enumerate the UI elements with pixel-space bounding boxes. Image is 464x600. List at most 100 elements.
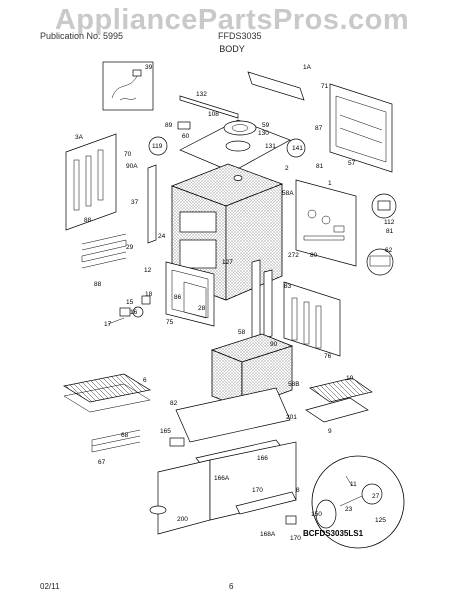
lamp-cover-icon: [141, 295, 151, 305]
part-callout-112: 112: [384, 219, 395, 226]
part-callout-166: 166: [257, 455, 268, 462]
thermostat-icon: [177, 121, 191, 130]
door-gasket: [183, 281, 207, 319]
drawer-slide: [235, 491, 297, 515]
part-callout-23: 23: [345, 506, 353, 513]
part-callout-12: 12: [144, 267, 152, 274]
cavity-opening-lower: [179, 239, 217, 269]
footer-date: 02/11: [40, 582, 60, 591]
part-callout-125: 125: [375, 517, 386, 524]
part-callout-15: 15: [126, 299, 134, 306]
part-callout-88a: 88: [84, 217, 92, 224]
back-panel: [329, 83, 393, 173]
part-callout-170a: 170: [252, 487, 263, 494]
part-callout-10: 10: [346, 375, 354, 382]
light-socket-icon: [119, 307, 131, 317]
part-callout-82: 82: [170, 400, 178, 407]
part-callout-1: 1: [328, 180, 332, 187]
part-callout-200: 200: [177, 516, 188, 523]
part-callout-59: 59: [262, 122, 270, 129]
drawer-chassis: [175, 387, 291, 443]
detail-circle-119: [148, 136, 168, 156]
part-callout-62: 62: [385, 247, 393, 254]
part-callout-127: 127: [222, 259, 233, 266]
part-callout-68: 68: [121, 432, 129, 439]
part-callout-9: 9: [328, 428, 332, 435]
leveling-leg-icon: [149, 505, 167, 515]
part-callout-76: 76: [324, 353, 332, 360]
front-panel-right: [283, 281, 341, 357]
diagram-code: BCFDS3035LS1: [303, 529, 364, 538]
front-strip-58: [251, 259, 261, 339]
part-callout-132: 132: [196, 91, 207, 98]
top-trim: [247, 71, 305, 101]
part-callout-168A: 168A: [260, 531, 276, 538]
part-callout-17: 17: [104, 321, 112, 328]
part-callout-88b: 88: [94, 281, 102, 288]
part-callout-18: 18: [145, 291, 153, 298]
part-callout-16: 16: [130, 309, 138, 316]
cord-plug-icon: [132, 69, 142, 77]
power-cord-inset: [102, 61, 154, 111]
part-callout-71: 71: [321, 83, 329, 90]
right-side-panel: [295, 179, 357, 267]
side-insulation-left: [147, 164, 157, 244]
light-bulb-icon: [132, 306, 144, 318]
broil-element-icon: [81, 239, 127, 269]
part-callout-90A: 90A: [126, 163, 138, 170]
part-callout-141: 141: [292, 145, 303, 152]
part-callout-11: 11: [350, 481, 357, 488]
bake-element-icon: [91, 429, 141, 453]
part-callout-57: 57: [348, 160, 356, 167]
part-callout-75: 75: [166, 319, 174, 326]
part-callout-170b: 170: [290, 535, 301, 542]
model-number: FFDS3035: [218, 31, 262, 41]
terminal-block-circle: [366, 248, 394, 276]
part-callout-60: 60: [182, 133, 190, 140]
part-callout-165: 165: [160, 428, 171, 435]
part-callout-83: 83: [284, 283, 292, 290]
publication-number: Publication No. 5995: [40, 31, 124, 41]
part-callout-81b: 81: [386, 228, 394, 235]
part-callout-108: 108: [208, 111, 219, 118]
part-callout-90: 90: [270, 341, 278, 348]
motor-housing-icon: [361, 483, 383, 505]
part-callout-24: 24: [158, 233, 166, 240]
part-callout-201: 201: [286, 414, 297, 421]
vent-strip: [179, 95, 239, 119]
part-callout-1A: 1A: [303, 64, 312, 71]
part-callout-70: 70: [124, 151, 132, 158]
part-callout-58: 58: [238, 329, 246, 336]
part-callout-131: 131: [265, 143, 276, 150]
part-callout-27: 27: [372, 493, 380, 500]
part-callout-87: 87: [315, 125, 323, 132]
detail-circle-141: [286, 138, 306, 158]
section-title: BODY: [219, 44, 245, 54]
back-panel-inner: [335, 95, 387, 163]
part-callout-58A: 58A: [282, 190, 294, 197]
part-callout-119: 119: [152, 143, 163, 150]
part-callout-89: 89: [165, 122, 173, 129]
part-callout-8: 8: [296, 487, 300, 494]
footer-page-number: 6: [229, 582, 234, 591]
part-callout-28: 28: [198, 305, 206, 312]
fan-motor-detail-circle: [311, 455, 405, 549]
part-callout-39: 39: [145, 64, 153, 71]
convection-fan-icon: [223, 120, 257, 136]
part-callout-86: 86: [174, 294, 182, 301]
cavity-opening-upper: [179, 211, 217, 233]
part-callout-272: 272: [288, 252, 299, 259]
slide-clip-icon: [285, 515, 297, 525]
part-callout-130: 130: [258, 130, 269, 137]
part-callout-29: 29: [126, 244, 134, 251]
part-callout-166A: 166A: [214, 475, 230, 482]
power-cord-icon: [111, 73, 139, 101]
part-callout-3A: 3A: [75, 134, 84, 141]
part-callout-67: 67: [98, 459, 106, 466]
blower-wheel-icon: [315, 499, 337, 529]
part-callout-81a: 81: [316, 163, 324, 170]
oven-door-frame: [165, 261, 215, 327]
part-callout-150: 150: [311, 511, 322, 518]
part-callout-37: 37: [131, 199, 139, 206]
